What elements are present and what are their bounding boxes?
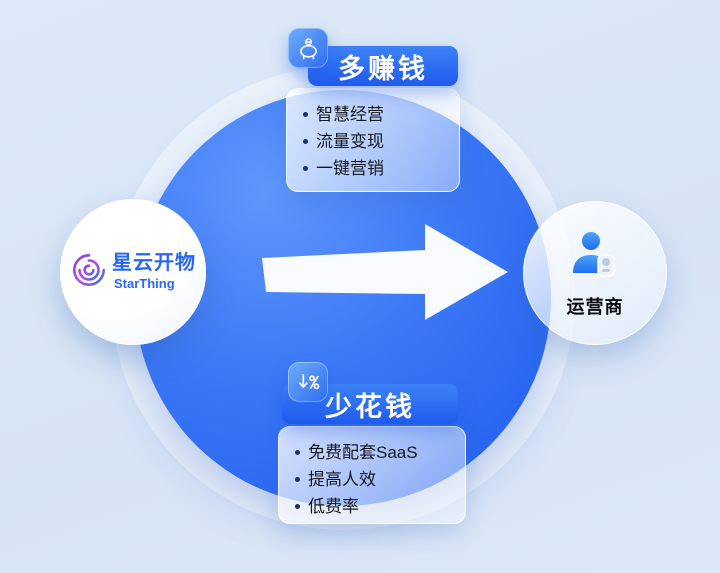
bullet-dot — [303, 112, 308, 117]
earn-item-2: 流量变现 — [316, 132, 384, 151]
list-item: 免费配套SaaS — [295, 439, 451, 466]
percent-down-icon — [288, 362, 328, 402]
starthing-swirl-icon — [70, 251, 108, 294]
bullet-dot — [303, 166, 308, 171]
save-card-panel: 免费配套SaaS 提高人效 低费率 — [278, 426, 466, 524]
bullet-dot — [295, 477, 300, 482]
save-card-title-text: 少花钱 — [325, 391, 415, 422]
list-item: 一键营销 — [303, 155, 445, 182]
list-item: 低费率 — [295, 493, 451, 520]
earn-item-3: 一键营销 — [316, 159, 384, 178]
brand-name-cn: 星云开物 — [112, 252, 196, 275]
bullet-dot — [303, 139, 308, 144]
piggy-bank-icon — [288, 28, 328, 68]
earn-card-title: 多赚钱 — [308, 46, 458, 86]
brand-node: 星云开物 StarThing — [60, 199, 206, 345]
earn-card-panel: 智慧经营 流量变现 一键营销 — [286, 88, 460, 192]
save-item-3: 低费率 — [308, 497, 359, 516]
earn-card-title-text: 多赚钱 — [338, 53, 428, 84]
save-item-1: 免费配套SaaS — [308, 443, 418, 462]
brand-logo-text: 星云开物 StarThing — [112, 253, 196, 291]
bullet-dot — [295, 504, 300, 509]
brand-name-en: StarThing — [114, 276, 175, 292]
operator-person-icon — [567, 228, 623, 289]
list-item: 流量变现 — [303, 128, 445, 155]
brand-logo: 星云开物 StarThing — [70, 251, 196, 294]
operator-label: 运营商 — [566, 296, 624, 317]
list-item: 提高人效 — [295, 466, 451, 493]
operator-node: 运营商 — [523, 201, 667, 345]
list-item: 智慧经营 — [303, 101, 445, 128]
bullet-dot — [295, 450, 300, 455]
earn-item-1: 智慧经营 — [316, 105, 384, 124]
save-item-2: 提高人效 — [308, 470, 376, 489]
